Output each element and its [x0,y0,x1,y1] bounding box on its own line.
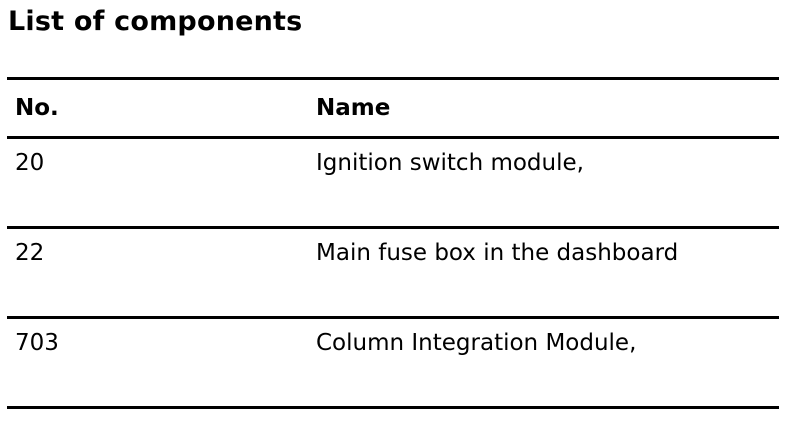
page-title: List of components [8,6,303,37]
table-header-row: No. Name [7,78,779,138]
cell-number: 703 [15,330,59,356]
table-row: 703 Column Integration Module, [7,318,779,408]
table-row: 20 Ignition switch module, [7,138,779,228]
cell-number: 22 [15,240,45,266]
column-header-name: Name [316,95,391,121]
table-row: 22 Main fuse box in the dashboard [7,228,779,318]
cell-number: 20 [15,150,45,176]
components-table: No. Name 20 Ignition switch module, 22 M… [7,77,779,409]
table-header: No. Name [7,78,779,138]
cell-name: Column Integration Module, [316,330,637,356]
cell-name: Ignition switch module, [316,150,584,176]
cell-name: Main fuse box in the dashboard [316,240,679,266]
table-body: 20 Ignition switch module, 22 Main fuse … [7,138,779,408]
column-header-number: No. [15,95,59,121]
